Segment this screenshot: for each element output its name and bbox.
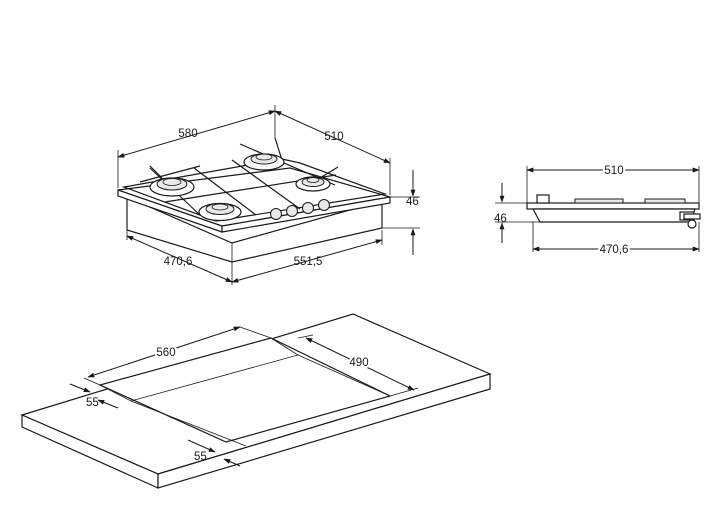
- side-gas-connector: [679, 211, 701, 229]
- burner-rear-right: [243, 153, 285, 171]
- dim-cutout-depth-label: 490: [349, 357, 368, 369]
- dim-hob-cutout-depth-label: 470,6: [164, 256, 193, 268]
- knob-3: [302, 202, 314, 214]
- control-knobs: [270, 199, 330, 220]
- knob-2: [286, 205, 298, 217]
- burner-rear-left: [149, 177, 195, 197]
- burner-front-right: [295, 176, 331, 192]
- dim-hob-depth: 510: [274, 110, 391, 195]
- dim-side-base-depth-label: 470,6: [600, 244, 629, 256]
- worktop-side-edge: [157, 373, 491, 489]
- worktop-cutout-view: 560 490 55 55: [20, 313, 492, 489]
- dim-side-height-label: 46: [494, 213, 507, 225]
- knob-1: [270, 208, 282, 220]
- hob-isometric-view: 580 510 46 470,6 551,5: [117, 105, 420, 285]
- side-burner-cap: [536, 194, 550, 204]
- dim-hob-height: 46: [382, 170, 420, 255]
- dim-hob-width-label: 580: [178, 128, 197, 140]
- dim-front-margin-label: 55: [86, 397, 99, 409]
- dim-hob-cutout-width-label: 551,5: [294, 256, 323, 268]
- side-plate: [526, 202, 700, 210]
- hob-side-view: 510 46 470,6: [494, 163, 701, 258]
- burner-front-left: [198, 202, 242, 222]
- dim-hob-cutout-depth: 470,6: [126, 230, 233, 285]
- dim-cutout-width-label: 560: [156, 347, 175, 359]
- dim-side-depth-label: 510: [604, 165, 623, 177]
- hob-plate-side-edge: [221, 196, 391, 233]
- side-base: [531, 208, 696, 223]
- dim-hob-cutout-width: 551,5: [231, 230, 383, 283]
- dim-hob-depth-label: 510: [324, 131, 343, 143]
- dim-side-margin-label: 55: [194, 451, 207, 463]
- side-pan-support: [574, 198, 624, 204]
- knob-4: [318, 199, 330, 211]
- dim-hob-height-label: 46: [406, 196, 419, 208]
- side-pan-support-2: [644, 198, 686, 204]
